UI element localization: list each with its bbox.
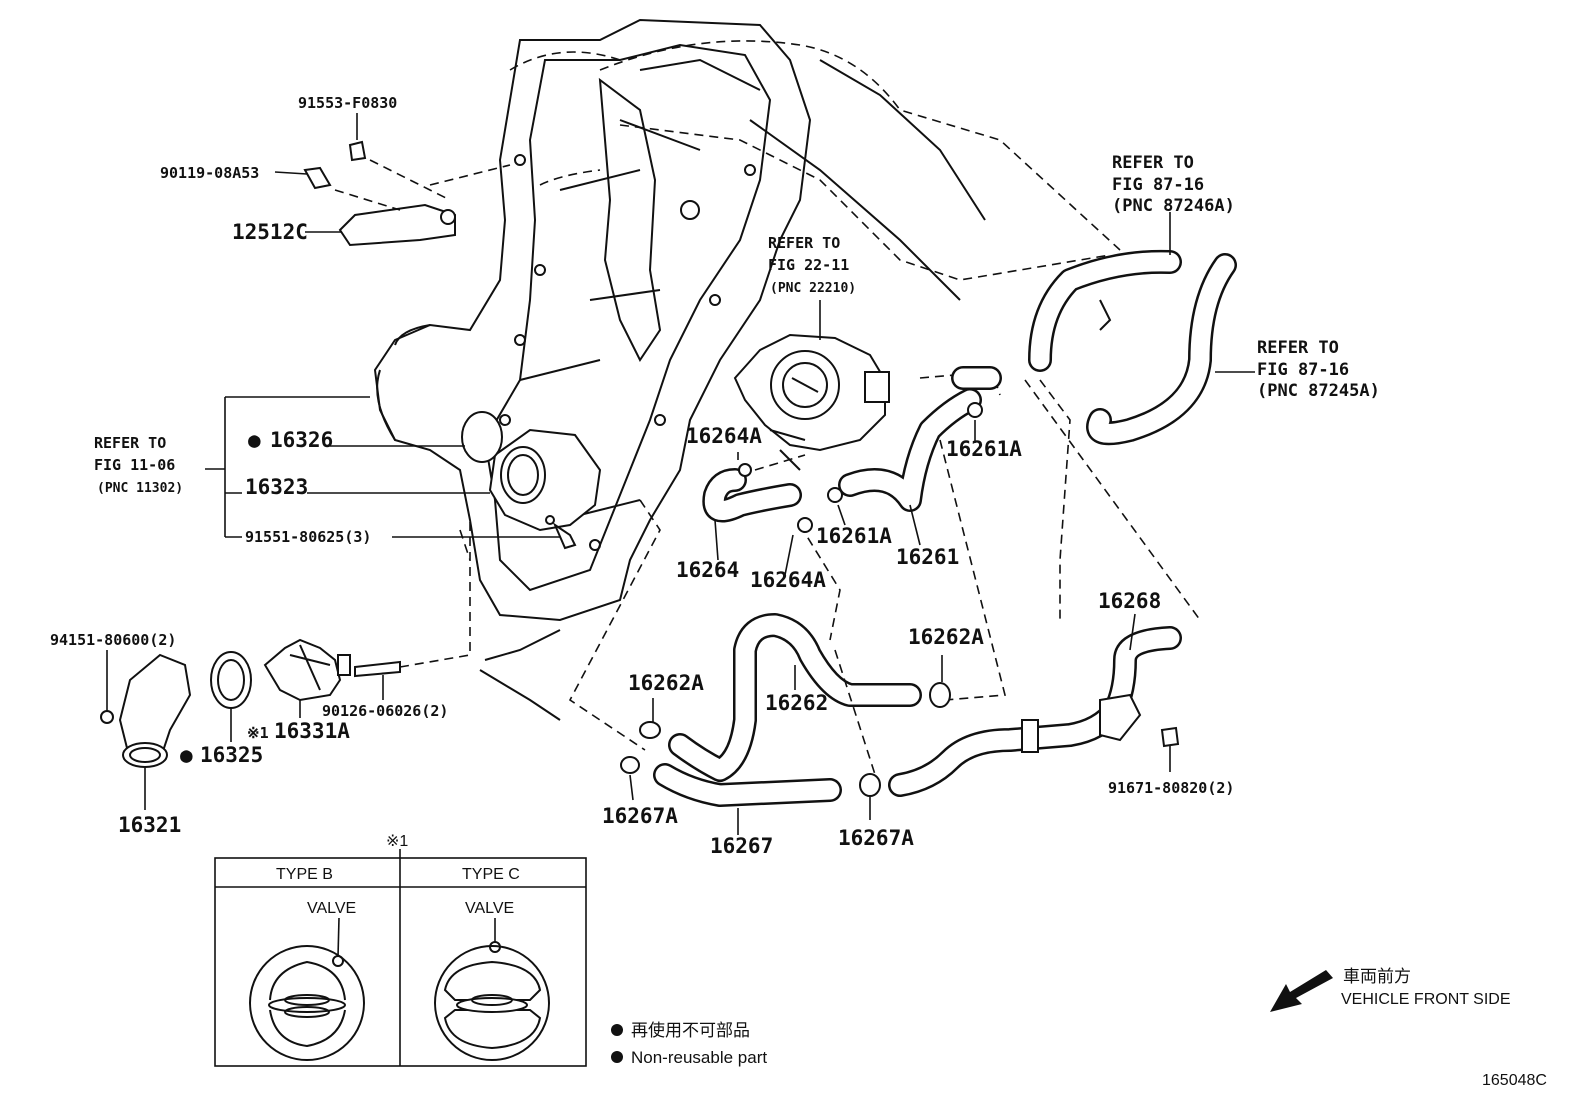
- label-16325: 16325: [200, 743, 263, 767]
- table-ref-mark: ※1: [386, 833, 408, 850]
- ref-fig87a-line3: (PNC 87246A): [1112, 196, 1235, 216]
- legend-en: Non-reusable part: [631, 1048, 767, 1067]
- diagram-code: 165048C: [1482, 1072, 1547, 1089]
- label-90119: 90119-08A53: [160, 164, 259, 182]
- label-12512C: 12512C: [232, 220, 308, 244]
- label-91553: 91553-F0830: [298, 94, 397, 112]
- legend: 再使用不可部品 Non-reusable part: [611, 1020, 767, 1067]
- label-16264: 16264: [676, 558, 739, 582]
- label-16267A-left: 16267A: [602, 804, 678, 828]
- label-91671: 91671-80820(2): [1108, 779, 1234, 797]
- label-16326: 16326: [270, 428, 333, 452]
- bolt-91671: [1160, 726, 1180, 748]
- label-91551: 91551-80625(3): [245, 528, 371, 546]
- label-16267: 16267: [710, 834, 773, 858]
- label-94151: 94151-80600(2): [50, 631, 176, 649]
- ref-fig87a-line2: FIG 87-16: [1112, 175, 1204, 195]
- ref-fig87b-line2: FIG 87-16: [1257, 360, 1349, 380]
- ref-fig11-line2: FIG 11-06: [94, 456, 175, 474]
- label-16262A-left: 16262A: [628, 671, 704, 695]
- non-reusable-dot-2: ●: [180, 743, 193, 767]
- non-reusable-dot: ●: [248, 428, 261, 452]
- direction-en: VEHICLE FRONT SIDE: [1341, 991, 1511, 1008]
- label-16331A: 16331A: [274, 719, 350, 743]
- thermostat-type-table: ※1 TYPE B TYPE C VALVE VALVE: [214, 833, 587, 1067]
- table-valve-b: VALVE: [307, 900, 356, 917]
- ref-fig22-line1: REFER TO: [768, 234, 840, 252]
- table-type-c: TYPE C: [462, 866, 520, 883]
- ref-mark-small: ※1: [247, 724, 269, 742]
- ref-fig87a-line1: REFER TO: [1112, 153, 1194, 173]
- label-16264A-bottom: 16264A: [750, 568, 826, 592]
- label-16321: 16321: [118, 813, 181, 837]
- label-16268: 16268: [1098, 589, 1161, 613]
- thermostat-16331A: [263, 638, 401, 702]
- ref-fig22-line3: (PNC 22210): [770, 281, 856, 296]
- label-16264A-top: 16264A: [686, 424, 762, 448]
- ref-fig11-line1: REFER TO: [94, 434, 166, 452]
- label-16261: 16261: [896, 545, 959, 569]
- ref-fig87b-line1: REFER TO: [1257, 338, 1339, 358]
- label-90126: 90126-06026(2): [322, 702, 448, 720]
- ref-fig11-line3: (PNC 11302): [97, 481, 183, 496]
- ref-fig87b-line3: (PNC 87245A): [1257, 381, 1380, 401]
- label-16267A-right: 16267A: [838, 826, 914, 850]
- legend-jp: 再使用不可部品: [631, 1020, 750, 1040]
- water-inlet-housing: [461, 411, 602, 550]
- table-valve-c: VALVE: [465, 900, 514, 917]
- direction-jp: 車両前方: [1343, 967, 1411, 986]
- label-16262A-right: 16262A: [908, 625, 984, 649]
- ref-fig22-line2: FIG 22-11: [768, 256, 849, 274]
- direction-arrow-icon: [1270, 970, 1333, 1012]
- label-16323: 16323: [245, 475, 308, 499]
- clamps: [620, 402, 983, 797]
- label-16262: 16262: [765, 691, 828, 715]
- bracket-12512C: [303, 140, 511, 247]
- table-type-b: TYPE B: [276, 866, 333, 883]
- label-16261A-right: 16261A: [946, 437, 1022, 461]
- vehicle-front-indicator: 車両前方 VEHICLE FRONT SIDE: [1270, 967, 1511, 1012]
- label-16261A-mid: 16261A: [816, 524, 892, 548]
- water-outlet-16321: [100, 651, 252, 768]
- leader-lines: [106, 113, 1255, 835]
- throttle-body: [733, 300, 890, 471]
- timing-cover: [373, 18, 986, 721]
